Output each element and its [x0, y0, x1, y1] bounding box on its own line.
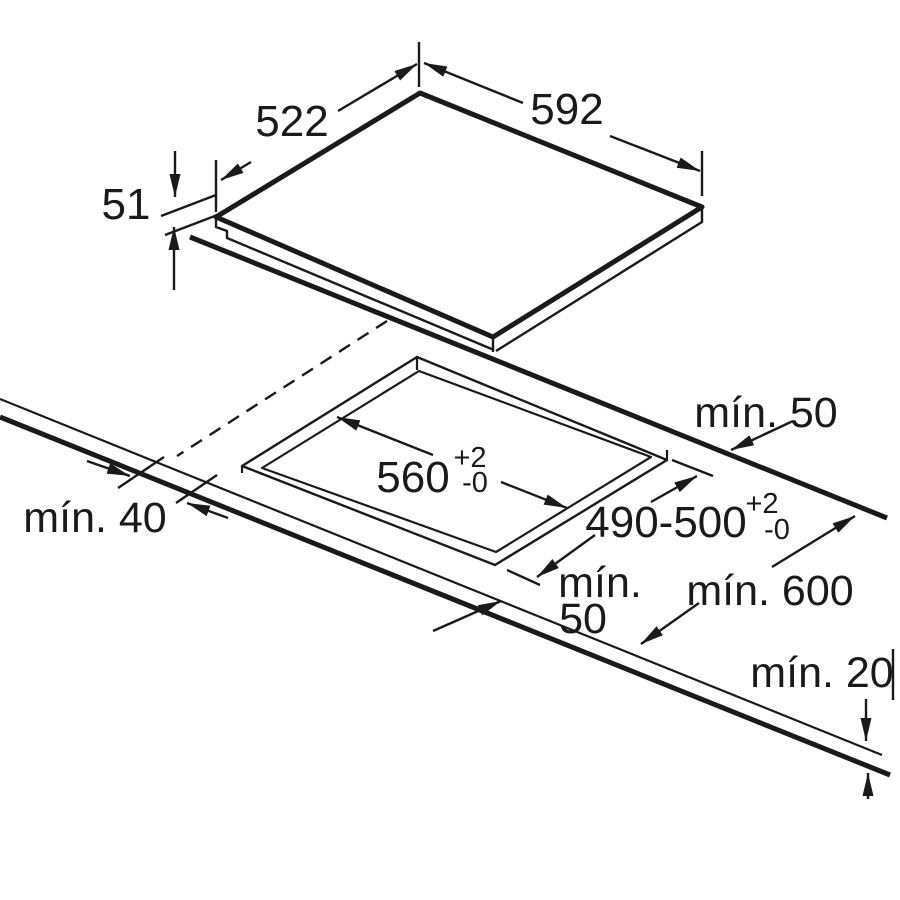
leader-line [730, 419, 794, 452]
dimension-line [336, 415, 434, 457]
clearance-rear-label: mín. 50 [694, 389, 837, 437]
clearance-front-label-line2: 50 [559, 595, 607, 643]
clearance-worktop-depth-label: mín. 600 [686, 567, 853, 615]
clearance-front-edge-label: mín. 40 [23, 494, 166, 542]
worktop [0, 234, 891, 778]
leader-line [640, 602, 700, 645]
projection-line [176, 319, 388, 458]
arrow-line [186, 501, 229, 520]
dimension-line [220, 160, 252, 182]
cutout-width-tolerance-plus: +2 [453, 442, 486, 474]
clearance-below-label: mín. 20 [750, 649, 893, 697]
leader-line [432, 599, 502, 633]
dimension-line [650, 474, 698, 504]
hob-height-label: 51 [102, 180, 151, 229]
leader-line [771, 514, 856, 569]
extension-tick [160, 193, 217, 218]
dimension-line [423, 61, 524, 105]
cutout-depth-label: 490-500 [585, 498, 746, 547]
dimension-hob-height: 51 [102, 151, 221, 290]
clearance-front-label-line1: mín. [558, 559, 642, 607]
arrow-line [86, 459, 131, 478]
clearance-front: mín. 50 [432, 559, 642, 643]
cutout-width-label: 560 [376, 453, 449, 502]
worktop-front-top-edge [0, 397, 883, 757]
dimension-cutout-depth: 490-500 +2 -0 [506, 458, 790, 587]
extension-tick [117, 456, 165, 489]
worktop-front-bottom-edge [0, 414, 891, 778]
hob-width-label: 592 [530, 85, 603, 134]
cutout-inner-outline [260, 369, 653, 554]
cutout-width-tolerance-minus: -0 [462, 467, 488, 499]
clearance-worktop-depth: mín. 600 [640, 514, 856, 645]
hob-body-left-edge [214, 219, 495, 352]
clearance-front-edge: mín. 40 [23, 456, 229, 542]
extension-tick [671, 458, 714, 478]
hob-glass-top [213, 90, 705, 340]
worktop-rear-edge [189, 234, 888, 521]
dimension-hob-width: 592 [417, 42, 704, 196]
dimension-hob-depth: 522 [214, 62, 418, 212]
clearance-rear: mín. 50 [694, 389, 838, 452]
extension-tick [175, 474, 218, 504]
hob-depth-label: 522 [255, 97, 328, 146]
dimension-line [609, 134, 701, 173]
extension-tick [506, 568, 541, 587]
hob [213, 90, 705, 353]
dimension-line [337, 62, 418, 113]
dimension-cutout-width: 560 +2 -0 [336, 415, 568, 510]
clearance-below: mín. 20 [750, 649, 895, 799]
cutout-opening [240, 355, 669, 567]
dimension-line [536, 534, 596, 578]
cutout-outer-outline [240, 355, 669, 567]
dimension-line [500, 480, 568, 510]
cutout-depth-tolerance-minus: -0 [764, 514, 790, 546]
hob-body-right-edge [495, 209, 704, 353]
cutout-depth-tolerance-plus: +2 [745, 488, 778, 520]
